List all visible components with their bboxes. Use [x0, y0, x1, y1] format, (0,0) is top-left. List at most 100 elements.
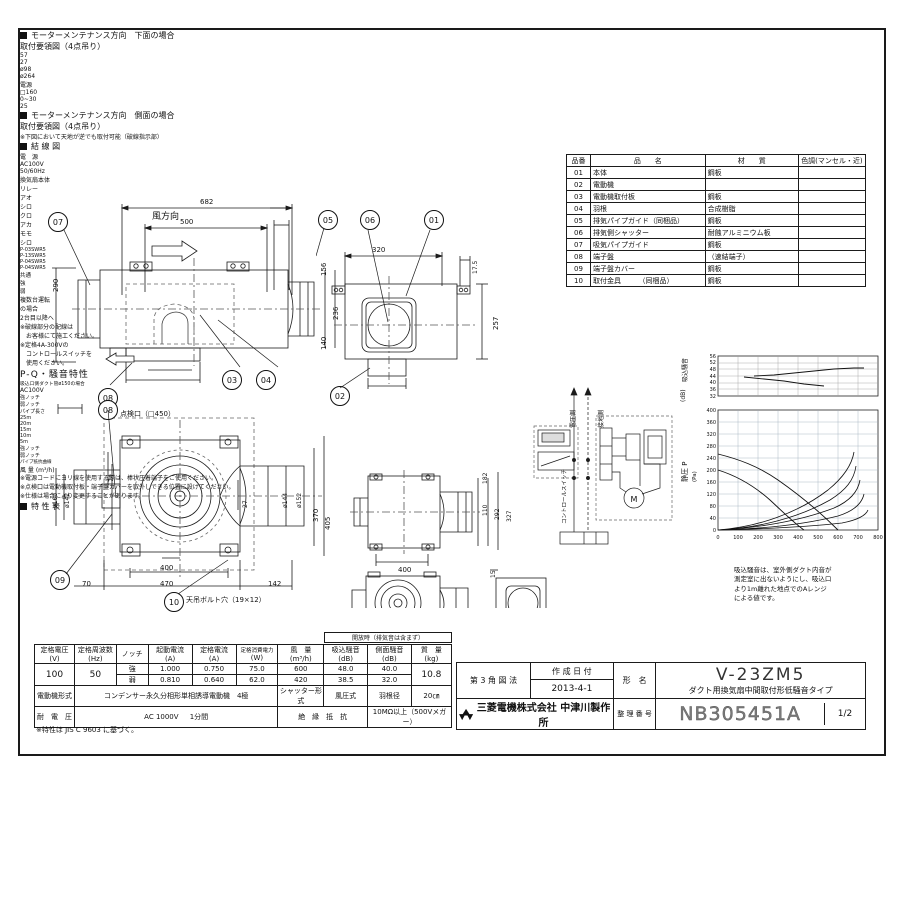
wiring-diagram: M [533, 387, 673, 545]
motor-type-value: コンデンサー永久分相形単相誘導電動機 4極 [73, 685, 279, 707]
svg-text:0: 0 [713, 528, 716, 534]
part-color [797, 214, 867, 227]
airflow-label: 風方向 [152, 212, 180, 222]
spec-rated-weak: 0.640 [191, 674, 237, 686]
side-mount-note: ※下図において天地が逆でも取付可能（破線指示部） [20, 134, 163, 141]
pipe-5m: 5m [20, 439, 29, 445]
svg-text:40: 40 [710, 380, 716, 386]
part-material: 耐蝕アルミニウム板 [704, 226, 799, 239]
wiring-relay-label: リレー [20, 186, 39, 193]
insulation-value: 10MΩ以上（500Vメガー） [367, 706, 452, 728]
table-row: 01 本体 鋼板 [566, 166, 867, 179]
spec-start-strong: 1.000 [147, 663, 193, 675]
dim-70: 70 [82, 580, 91, 588]
wire-shiro: シロ [20, 204, 33, 211]
dim-110: 110 [482, 504, 489, 516]
spec-notch-weak: 弱 [115, 674, 149, 686]
balloon-06: 06 [360, 210, 380, 230]
open-note-box: 開放時（排気音は含まず） [324, 632, 452, 643]
multi-note-3: 2台目以降へ [20, 315, 54, 322]
spec-side-strong: 40.0 [367, 663, 412, 675]
noise-ylabel: 吸込騒音 [682, 357, 689, 382]
callout-leaders-3 [65, 409, 229, 595]
part-no: 05 [566, 214, 591, 227]
spec-suction-weak: 38.5 [323, 674, 369, 686]
spec-voltage: 100 [34, 663, 75, 686]
section-marker-icon-3 [20, 143, 27, 150]
spec-h-mass: 質 量(kg) [410, 644, 453, 664]
noise-series-weak: 弱ノッチ [20, 402, 40, 408]
pipe-25m: 25m [20, 415, 32, 421]
wiring-title: 結 線 図 [20, 141, 884, 152]
pq-series-strong: 強ノッチ [20, 446, 40, 452]
balloon-07: 07 [48, 212, 68, 232]
part-color [797, 226, 867, 239]
svg-text:56: 56 [710, 354, 716, 360]
part-material: 鋼板 [704, 166, 799, 179]
dim-682: 682 [200, 198, 214, 206]
drawing-frame: 品番 品 名 材 質 色調(マンセル・近) 01 本体 鋼板 02 電動機 [18, 28, 886, 756]
part-name: 電動機 [589, 178, 706, 191]
blade-label: 羽根径 [367, 685, 412, 707]
bottom-note-2: ※点検口は電動機取付板・端子盤カバーを取外しできる位置に設けてください。 [20, 484, 235, 491]
model-label: 形 名 [612, 662, 657, 699]
wiring-power-label: 電 源 [20, 154, 39, 161]
terminal-common: 共通 [20, 273, 32, 279]
date-label: 作 成 日 付 [529, 662, 614, 680]
dim-400: 400 [160, 564, 174, 572]
spec-footnote: ※特性は JIS C 9603 に基づく。 [36, 726, 139, 734]
side-mount-subheading: 取付要領図（4点吊り） [20, 122, 106, 131]
noise-series-strong: 強ノッチ [20, 395, 40, 401]
spec-h-side: 側面騒音(dB) [367, 644, 412, 664]
part-name: 吸気パイプガイド [589, 238, 706, 251]
table-row: 耐 電 圧 AC 1000V 1分間 絶 縁 抵 抗 10MΩ以上（500Vメガ… [34, 706, 452, 728]
parts-header-name: 品 名 [589, 154, 706, 167]
parts-header-color: 色調(マンセル・近) [797, 154, 867, 167]
spec-mass: 10.8 [410, 663, 453, 686]
spec-notch-strong: 強 [115, 663, 149, 675]
balloon-05: 05 [318, 210, 338, 230]
dim-500: 500 [180, 218, 194, 226]
wiring-body-label: 換気扇本体 [20, 177, 51, 184]
side-mount-heading: モーターメンテナンス方向 側面の場合 [20, 110, 884, 121]
svg-text:300: 300 [773, 535, 783, 541]
dim-sq160: □160 [20, 89, 38, 96]
table-row: 02 電動機 [566, 178, 867, 191]
part-color [797, 166, 867, 179]
chart-footnote: 吸込騒音は、室外側ダクト内音が 測定室に出ないようにし、吸込口 より1m離れた地… [734, 566, 832, 603]
dim-470: 470 [160, 580, 174, 588]
spec-h-voltage: 定格電圧(V) [34, 644, 75, 664]
dim-d264: ø264 [20, 73, 36, 80]
wire-shiro2: シロ [20, 240, 33, 247]
spec-side-weak: 32.0 [367, 674, 412, 686]
spec-h-suction: 吸込騒音(dB) [323, 644, 369, 664]
part-no: 04 [566, 202, 591, 215]
chart-title: P-Q・騒音特性 [20, 370, 89, 380]
wiring-note-2: お客様にて施工ください。 [20, 333, 99, 340]
motor-type-label: 電動機形式 [34, 685, 75, 707]
pq-series-weak: 弱ノッチ [20, 453, 40, 459]
part-no: 09 [566, 262, 591, 275]
switch-model-4: P-04SWR5 [20, 265, 46, 271]
pipe-10m: 10m [20, 433, 32, 439]
part-material: 鋼板 [704, 190, 799, 203]
spec-h-power: 定格消費電力(W) [235, 644, 279, 664]
balloon-09: 09 [50, 570, 70, 590]
noise-yunit: (dB) [680, 389, 687, 402]
power-label: 電源 [20, 82, 33, 89]
svg-text:120: 120 [706, 492, 716, 498]
part-color [797, 178, 867, 191]
table-row: 05 排気パイプガイド（同梱品） 鋼板 [566, 214, 867, 227]
pipe-20m: 20m [20, 421, 32, 427]
top-view-heading: モーターメンテナンス方向 下面の場合 [20, 30, 884, 41]
terminal-weak: 弱 [20, 289, 26, 295]
pq-xlabel: 風 量 (m³/h) [20, 467, 55, 474]
parts-header-material: 材 質 [704, 154, 799, 167]
spec-h-freq: 定格周波数(Hz) [74, 644, 117, 664]
table-row: 電動機形式 コンデンサー永久分相形単相誘導電動機 4極 シャッター形式 風圧式 … [34, 685, 453, 707]
drawing-method: 第 3 角 図 法 [456, 662, 531, 699]
part-no: 06 [566, 226, 591, 239]
spec-airflow-weak: 420 [277, 674, 325, 686]
insulation-label: 絶 縁 抵 抗 [277, 706, 369, 728]
